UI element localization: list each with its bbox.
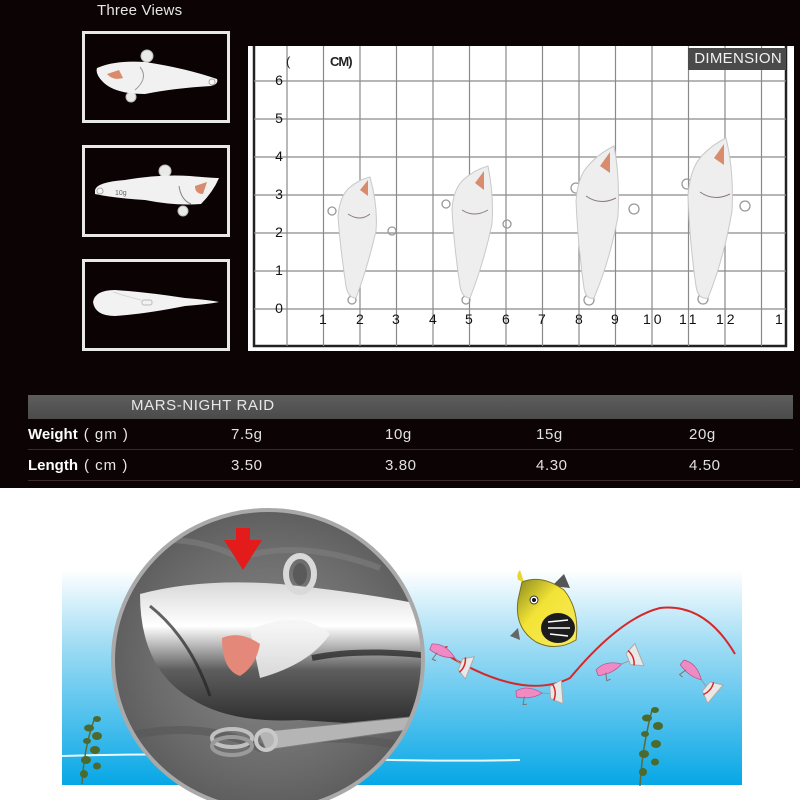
yellow-predator-fish-icon	[510, 570, 578, 647]
lure-10g-icon	[441, 165, 512, 305]
top-panel: Three Views 10g	[0, 0, 800, 488]
lure-15g-icon	[570, 145, 640, 306]
pink-lure-icon	[515, 678, 564, 706]
spec-cell: 20g	[689, 426, 716, 443]
unit-paren: (	[286, 54, 291, 69]
pink-lure-icon	[595, 642, 645, 682]
x-tick: 9	[611, 311, 619, 327]
y-tick: 5	[275, 110, 283, 126]
spec-cell: 7.5g	[231, 426, 263, 443]
y-tick: 6	[275, 72, 283, 88]
spec-cell: 15g	[536, 426, 563, 443]
lure-side-view-icon	[96, 49, 218, 103]
spec-row-weight: Weight ( gm ) 7.5g 10g 15g 20g	[28, 419, 793, 450]
thumbnail-top-view[interactable]	[82, 259, 230, 351]
dimension-tag: DIMENSION	[688, 48, 786, 70]
spec-table: MARS-NIGHT RAID Weight ( gm ) 7.5g 10g 15…	[28, 395, 793, 481]
thumbnail-marking: 10g	[115, 190, 127, 197]
spec-cell: 3.80	[385, 457, 417, 474]
spec-row-label: Weight ( gm )	[28, 426, 129, 443]
spec-row-label: Length ( cm )	[28, 457, 128, 474]
lure-path-line	[435, 606, 736, 687]
x-tick: 3	[392, 311, 400, 327]
lure-top-view-icon	[93, 290, 219, 316]
length-label: Length	[28, 457, 78, 474]
spec-table-title: MARS-NIGHT RAID	[28, 395, 793, 419]
x-tick: 7	[538, 311, 546, 327]
dimension-grid	[252, 46, 788, 348]
dimension-chart: ( CM) DIMENSION 6 5 4 3 2 1 0 1 2 3 4 5 …	[248, 46, 794, 351]
red-down-arrow-icon	[224, 528, 262, 570]
thumbnail-side-view[interactable]	[82, 31, 230, 123]
x-tick: 4	[429, 311, 437, 327]
spec-cell: 3.50	[231, 457, 263, 474]
y-tick: 0	[275, 300, 283, 316]
split-ring-icon	[210, 727, 254, 749]
spec-cell: 4.30	[536, 457, 568, 474]
illustration-canvas	[61, 508, 742, 800]
three-views-label: Three Views	[97, 2, 183, 19]
lure-flipped-view-icon: 10g	[95, 164, 219, 217]
y-tick: 3	[275, 186, 283, 202]
y-tick: 4	[275, 148, 283, 164]
x-tick: 10	[643, 311, 665, 327]
spec-cell: 10g	[385, 426, 412, 443]
thumbnail-flipped-view[interactable]: 10g	[82, 145, 230, 237]
x-tick: 2	[356, 311, 364, 327]
seaweed-left-icon	[80, 716, 102, 785]
lens-border	[111, 508, 425, 800]
x-tick: 1	[319, 311, 327, 327]
x-tick: 12	[716, 311, 738, 327]
x-tick: 1	[775, 311, 783, 327]
pink-lure-icon	[678, 659, 724, 705]
lure-20g-icon	[681, 137, 751, 305]
underwater-illustration	[0, 488, 800, 800]
line-tie-icon	[283, 553, 317, 595]
weight-label: Weight	[28, 426, 78, 443]
seaweed-right-icon	[639, 707, 663, 787]
unit-label: CM)	[330, 54, 353, 69]
y-tick: 1	[275, 262, 283, 278]
y-tick: 2	[275, 224, 283, 240]
pink-lure-icon	[429, 643, 476, 681]
lure-closeup-lens	[113, 510, 423, 800]
spec-cell: 4.50	[689, 457, 721, 474]
x-tick: 8	[575, 311, 583, 327]
lure-eye-icon	[222, 635, 260, 676]
x-tick: 5	[465, 311, 473, 327]
spec-row-length: Length ( cm ) 3.50 3.80 4.30 4.50	[28, 450, 793, 481]
lure-7-5g-icon	[327, 176, 397, 305]
x-tick: 6	[502, 311, 510, 327]
weight-unit: ( gm )	[83, 426, 129, 443]
length-unit: ( cm )	[84, 457, 129, 474]
x-tick: 11	[679, 311, 700, 327]
